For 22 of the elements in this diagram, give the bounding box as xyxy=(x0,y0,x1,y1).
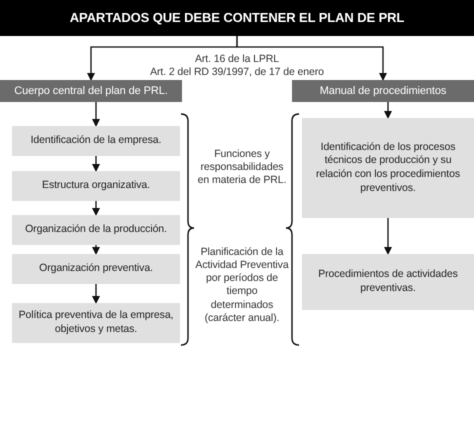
title-bar: APARTADOS QUE DEBE CONTENER EL PLAN DE PRL xyxy=(0,0,474,36)
arrow xyxy=(92,245,100,255)
note-text: Funciones y responsabilidades en materia de PRL. xyxy=(196,148,288,188)
legal-reference: Art. 16 de la LPRL xyxy=(194,53,280,66)
process-box: Procedimientos de actividades preventivas. xyxy=(302,254,474,310)
process-box: Política preventiva de la empresa, objetivos y metas. xyxy=(12,303,180,343)
process-box: Organización de la producción. xyxy=(12,215,180,245)
arrow xyxy=(92,102,100,127)
process-box: Estructura organizativa. xyxy=(12,171,180,201)
process-box: Identificación de la empresa. xyxy=(12,126,180,156)
note-text: Planificación de la Actividad Preventiva por períodos de tiempo determinados (carácter anual). xyxy=(194,246,290,325)
arrow xyxy=(92,156,100,172)
section-header: Cuerpo central del plan de PRL. xyxy=(0,80,182,102)
arrow xyxy=(236,36,387,81)
section-header: Manual de procedimientos xyxy=(292,80,474,102)
arrow xyxy=(384,102,392,119)
process-box: Identificación de los procesos técnicos de producción y su relación con los procedimientos preventivos. xyxy=(302,118,474,218)
arrow xyxy=(92,284,100,304)
process-box: Organización preventiva. xyxy=(12,254,180,284)
legal-reference: Art. 2 del RD 39/1997, de 17 de enero xyxy=(149,66,325,80)
arrow xyxy=(92,201,100,216)
arrow xyxy=(384,218,392,255)
